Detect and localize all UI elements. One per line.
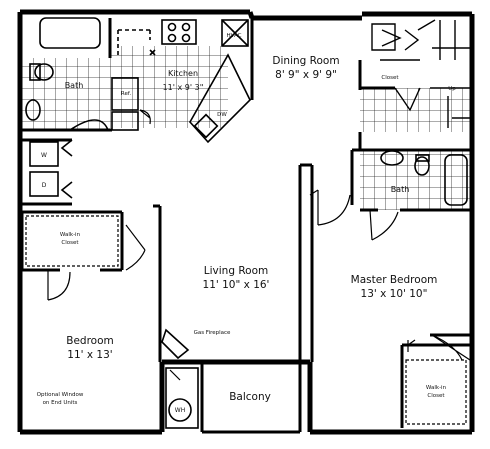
bedroom-label: Bedroom <box>66 335 114 347</box>
bathtub-2 <box>444 154 468 206</box>
ref-label: Ref. <box>121 91 131 97</box>
toilet-1 <box>34 63 54 81</box>
bath-1-fixtures <box>25 17 109 131</box>
hvac-box <box>221 19 249 47</box>
walkin-2-line2: Closet <box>427 393 445 399</box>
bath-1-label: Bath <box>65 81 84 90</box>
kitchen-size: 11' x 9' 3" <box>163 83 204 92</box>
optional-window-line2: on End Units <box>43 400 78 406</box>
master-label: Master Bedroom <box>351 274 438 286</box>
water-heater <box>168 398 192 422</box>
stairs <box>371 19 470 128</box>
kitchen-sink <box>193 113 219 139</box>
gas-fireplace-label: Gas Fireplace <box>194 330 231 336</box>
sink-1 <box>25 99 41 121</box>
refrigerator <box>111 77 139 111</box>
bathtub-1 <box>39 17 101 49</box>
washer <box>29 141 59 167</box>
water-heater-area <box>165 367 199 429</box>
bath-2-fixtures <box>380 150 468 206</box>
dining-label: Dining Room <box>272 55 339 67</box>
doors <box>47 109 471 381</box>
closet-rods <box>25 215 467 425</box>
washer-label: W <box>41 152 47 159</box>
bath-2-label: Bath <box>391 185 410 194</box>
walkin-2-line1: Walk-in <box>426 385 447 391</box>
balcony-label: Balcony <box>229 391 271 403</box>
exterior-walls <box>17 9 475 435</box>
bedroom-size: 11' x 13' <box>67 349 112 361</box>
dryer <box>29 171 59 197</box>
walkin-1-line2: Closet <box>61 240 79 246</box>
gas-fireplace <box>161 328 190 360</box>
up-label: Up <box>448 86 456 92</box>
kitchen-fixtures <box>111 19 251 144</box>
toilet-2 <box>414 156 430 176</box>
laundry <box>29 139 73 199</box>
living-size: 11' 10" x 16' <box>203 279 270 291</box>
master-size: 13' x 10' 10" <box>361 288 428 300</box>
hvac-label: HVAC <box>226 33 241 39</box>
closet-label: Closet <box>381 75 399 81</box>
stove <box>161 19 197 45</box>
wh-label: WH <box>175 407 185 414</box>
living-label: Living Room <box>204 265 268 277</box>
walkin-1-line1: Walk-in <box>60 232 81 238</box>
sink-2 <box>380 150 404 166</box>
dw-label: DW <box>217 112 227 118</box>
dryer-label: D <box>42 182 47 189</box>
kitchen-label: Kitchen <box>168 69 198 78</box>
interior-walls <box>20 18 472 434</box>
optional-window-line1: Optional Window <box>37 392 84 398</box>
dining-size: 8' 9" x 9' 9" <box>275 69 337 81</box>
